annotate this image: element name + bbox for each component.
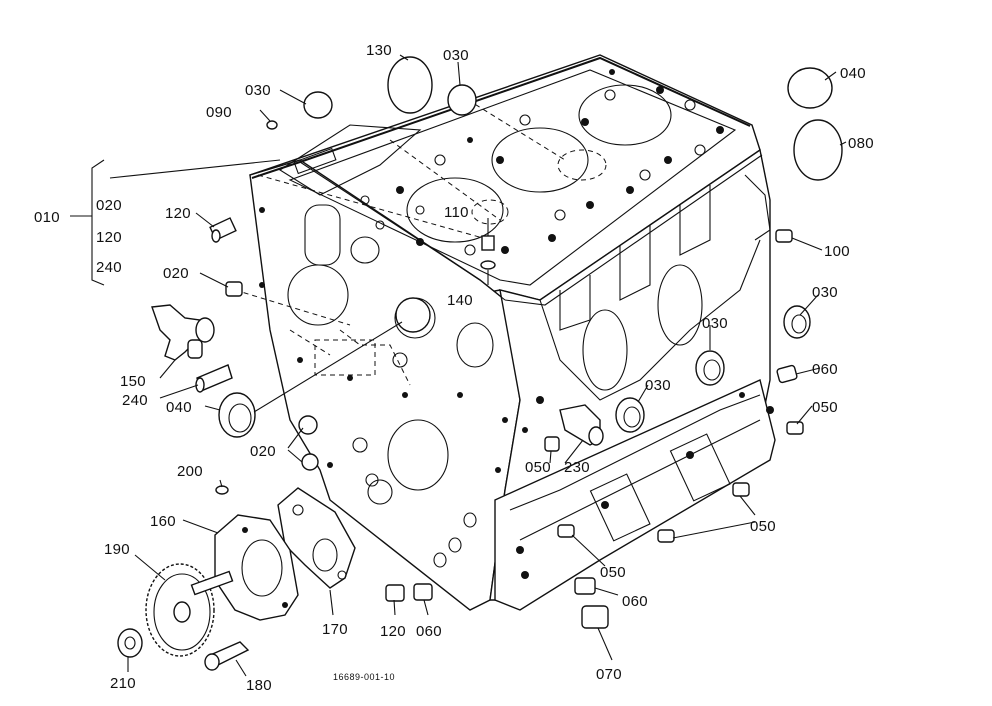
- label-040-top: 040: [840, 65, 866, 82]
- label-050-mid: 050: [525, 459, 551, 476]
- switch-230: [559, 404, 604, 446]
- label-030-lower: 030: [645, 377, 671, 394]
- seal-040-mid: [395, 297, 431, 333]
- gasket-170: [277, 487, 356, 589]
- plug-100: [775, 229, 793, 243]
- label-200: 200: [177, 463, 203, 480]
- label-160: 160: [150, 513, 176, 530]
- cylinder-block: [249, 54, 776, 611]
- plug-050-bottom-a: [657, 529, 675, 543]
- label-100: 100: [824, 243, 850, 260]
- label-110: 110: [444, 204, 469, 221]
- label-140: 140: [447, 292, 473, 309]
- sleeve-110: [481, 235, 495, 251]
- plug-060-low: [413, 583, 433, 601]
- label-090: 090: [206, 104, 232, 121]
- plug-050-right: [786, 421, 804, 435]
- label-130: 130: [366, 42, 392, 59]
- label-230: 230: [564, 459, 590, 476]
- label-080: 080: [848, 135, 874, 152]
- label-120-group: 120: [96, 229, 122, 246]
- label-060-right: 060: [812, 361, 838, 378]
- label-030-top: 030: [443, 47, 469, 64]
- bolt-180: [204, 641, 250, 671]
- callout-labels: 010 020 120 240 090 030 130 030 040 080 …: [34, 42, 874, 694]
- label-150: 150: [120, 373, 146, 390]
- dowel-020-left: [225, 281, 243, 297]
- nut-210: [117, 628, 143, 658]
- key-200: [215, 485, 229, 495]
- label-070: 070: [596, 666, 622, 683]
- plug-040-top: [787, 67, 833, 109]
- seal-030-right: [783, 305, 811, 339]
- drawing-reference-number: 16689-001-10: [333, 672, 395, 682]
- label-030-top-left: 030: [245, 82, 271, 99]
- oring-140: [480, 260, 496, 270]
- seal-030-lower: [615, 397, 645, 433]
- leader-lines: [70, 54, 847, 677]
- label-240: 240: [122, 392, 148, 409]
- plug-130: [387, 56, 433, 114]
- label-010: 010: [34, 209, 60, 226]
- label-020-group: 020: [96, 197, 122, 214]
- dowel-120-bottom: [385, 584, 405, 602]
- label-040-left: 040: [166, 399, 192, 416]
- plug-050-lower: [732, 482, 750, 497]
- label-050-right: 050: [812, 399, 838, 416]
- plug-060-bottom: [574, 577, 596, 595]
- plug-070: [581, 605, 609, 629]
- loose-parts: [117, 56, 843, 671]
- dowel-120-left: [209, 217, 237, 243]
- label-060-bottom: 060: [622, 593, 648, 610]
- oil-pump-160: [214, 514, 299, 621]
- label-050-lower: 050: [750, 518, 776, 535]
- label-030-right: 030: [812, 284, 838, 301]
- plug-080: [793, 119, 843, 181]
- label-120-left: 120: [165, 205, 191, 222]
- label-060-low: 060: [416, 623, 442, 640]
- alignment-lines: [234, 94, 566, 386]
- label-240-group: 240: [96, 259, 122, 276]
- seal-030-mid: [695, 350, 725, 386]
- plug-050-mid: [544, 436, 560, 452]
- pump-shaft: [190, 570, 234, 596]
- label-020-low: 020: [250, 443, 276, 460]
- seal-040-left: [218, 392, 256, 438]
- dowel-020-low-b: [301, 453, 319, 471]
- plug-060-right: [776, 364, 798, 384]
- pin-090: [266, 120, 278, 130]
- label-180: 180: [246, 677, 272, 694]
- plug-030-top-left: [303, 91, 333, 119]
- label-170: 170: [322, 621, 348, 638]
- label-120-bottom: 120: [380, 623, 406, 640]
- label-210: 210: [110, 675, 136, 692]
- label-020-left: 020: [163, 265, 189, 282]
- gear-190: [145, 563, 215, 657]
- elbow-150: [151, 304, 215, 361]
- pipe-240: [195, 364, 233, 393]
- plug-030-top: [447, 84, 477, 116]
- label-030-mid: 030: [702, 315, 728, 332]
- plug-050-bottom-b: [557, 524, 575, 538]
- label-190: 190: [104, 541, 130, 558]
- label-050-bottom: 050: [600, 564, 626, 581]
- dowel-020-low-a: [298, 415, 318, 435]
